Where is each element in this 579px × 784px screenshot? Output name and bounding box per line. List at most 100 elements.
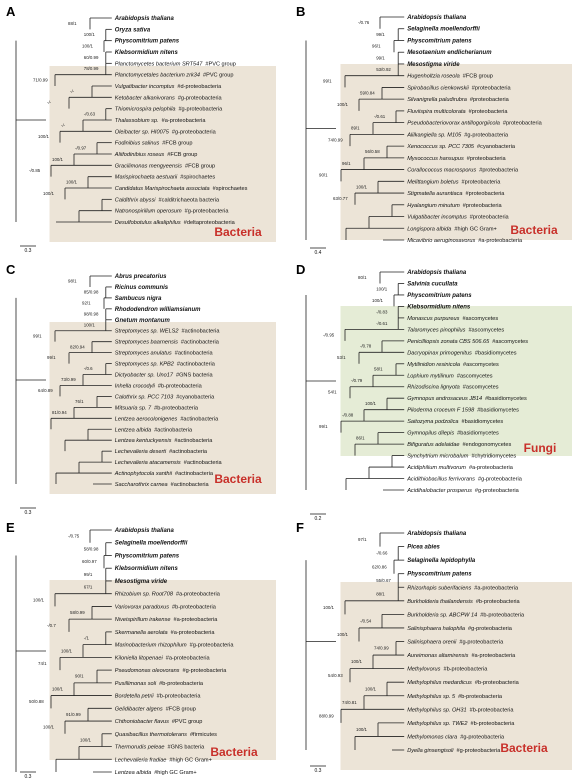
taxon-label: Penicilliopsis zonata CBS 506.65#ascomyc…	[407, 339, 528, 345]
taxon-name: Methylophilus sp. OH31	[407, 707, 466, 713]
taxon-tag: #PVC group	[172, 719, 202, 725]
support-value: 100/1	[84, 322, 96, 327]
taxon-tag: #b-proteobacteria	[158, 383, 203, 389]
taxon-tag: #proteobacteria	[466, 191, 506, 197]
taxon-label: Candidatus Marispirochaeta associata#spi…	[115, 186, 248, 192]
taxon-name: Physcomitrium patens	[115, 39, 180, 45]
support-value: 100/1	[33, 597, 45, 602]
support-value: 53/1	[337, 355, 346, 360]
support-value: 91/0.99	[66, 712, 81, 717]
taxon-label: Klebsormidium nitens	[115, 566, 179, 572]
support-value: -/0.61	[374, 114, 386, 119]
taxon-label: Lechevalieria fradiae#high GC Gram+	[115, 757, 212, 763]
taxon-tag: #a-proteobacteria	[173, 617, 218, 623]
taxon-name: Lentzea albida	[115, 427, 151, 433]
taxon-label: Lophium mytilinum#ascomycetes	[407, 373, 493, 379]
taxon-label: Gnetum montanum	[115, 318, 171, 324]
taxon-tag: #proteobacteria	[470, 97, 510, 103]
support-value: 100/1	[52, 686, 64, 691]
panel-letter: A	[6, 4, 16, 19]
support-value: 88/0.99	[319, 713, 334, 718]
taxon-label: Actinophytocola xanthii#actinobacteria	[114, 471, 214, 477]
taxon-label: Marispirochaeta aestuarii#spirochaetes	[115, 175, 216, 181]
support-value: -/0.85	[29, 168, 41, 173]
taxon-name: Mytilinidion resinicola	[407, 362, 460, 368]
scale-bar-label: 0.4	[315, 250, 322, 256]
taxon-name: Physcomitrium patens	[407, 293, 472, 299]
support-value: 100/1	[84, 32, 96, 37]
taxon-tag: #a-proteobacteria	[171, 630, 216, 636]
support-value: 100/1	[372, 298, 384, 303]
taxon-label: Skermanella aerolata#a-proteobacteria	[115, 630, 216, 636]
taxon-name: Acidihalobacter prosperus	[406, 488, 472, 494]
taxon-name: Physcomitrium patens	[115, 553, 180, 559]
support-value: 88/1	[68, 21, 77, 26]
taxon-name: Dacryopinax primogenitus	[407, 350, 472, 356]
taxon-label: Streptomyces anulatus#actinobacteria	[115, 351, 214, 357]
taxon-name: Micavibrio aeruginosavorus	[407, 238, 475, 244]
support-value: 100/1	[52, 157, 64, 162]
taxon-label: Piloderma croceum F 1598#basidiomycetes	[407, 408, 519, 414]
taxon-name: Monascus purpureus	[407, 316, 459, 322]
taxon-name: Lechevalieria atacamensis	[115, 460, 181, 466]
support-value: 82/0.94	[70, 344, 85, 349]
support-value: 81/0.94	[52, 410, 67, 415]
taxon-label: Micavibrio aeruginosavorus#a-proteobacte…	[407, 238, 523, 244]
taxon-tag: #g-proteobacteria	[182, 668, 227, 674]
taxon-label: Chthoniobacter flavus#PVC group	[115, 719, 203, 725]
taxon-label: Lentzea albida#actinobacteria	[115, 427, 193, 433]
taxon-label: Methylophilus sp. TWE2#b-proteobacteria	[407, 721, 515, 727]
taxon-name: Pusillimonas soli	[115, 681, 157, 687]
support-value: 100/1	[38, 134, 50, 139]
taxon-tag: #b-proteobacteria	[159, 681, 204, 687]
taxon-label: Planctomycetes bacterium SRT547#PVC grou…	[115, 61, 236, 67]
taxon-tag: #actinobacteria	[184, 460, 223, 466]
taxon-label: Vulgatibacter incomptus#proteobacteria	[407, 215, 509, 221]
scale-bar-label: 0.3	[315, 768, 322, 774]
panel-letter: D	[296, 262, 306, 277]
taxon-tag: #a-proteobacteria	[469, 465, 514, 471]
taxon-tag: #actinobacteria	[171, 482, 210, 488]
taxon-label: Selaginella lepidophylla	[407, 558, 476, 564]
taxon-tag: #actinobacteria	[181, 340, 220, 346]
taxon-name: Saitozyma podzolica	[407, 419, 458, 425]
support-value: 60/0.97	[82, 559, 97, 564]
taxon-label: Salinisphaera orenii#g-proteobacteria	[407, 640, 504, 646]
taxon-name: Bifiguratus adelaidae	[407, 442, 459, 448]
taxon-name: Stigmatella aurantiaca	[407, 191, 462, 197]
taxon-name: Klebsormidium nitens	[407, 304, 471, 310]
taxon-tag: #endogonomycetes	[462, 442, 511, 448]
taxon-label: Lentzea albida#high GC Gram+	[115, 770, 197, 776]
taxon-name: Sambucus nigra	[115, 296, 162, 302]
support-value: 100/1	[365, 686, 377, 691]
taxon-tag: #actinobacteria	[154, 427, 193, 433]
taxon-label: Fluviispira multicolorata#proteobacteria	[407, 109, 508, 115]
support-value: 100/1	[337, 632, 349, 637]
support-value: 99/1	[376, 55, 385, 60]
taxon-name: Xenococcus sp. PCC 7305	[406, 144, 475, 150]
taxon-name: Mesotaenium endlicherianum	[407, 50, 492, 56]
taxon-name: Arabidopsis thaliana	[114, 528, 175, 534]
taxon-label: Picea abies	[407, 545, 440, 551]
taxon-label: Vulgatibacter incomptus#d-proteobacteria	[115, 84, 222, 90]
taxon-name: Arabidopsis thaliana	[114, 16, 175, 22]
taxon-name: Salvinia cucullata	[407, 281, 458, 287]
support-value: 56/0.58	[365, 149, 380, 154]
taxon-name: Hugenholtzia roseola	[407, 74, 460, 80]
taxon-name: Rhizorhapis suberifaciens	[407, 585, 471, 591]
taxon-name: Streptomyces sp. WELS2	[115, 329, 180, 335]
support-value: -/0.7	[47, 623, 56, 628]
taxon-label: Selaginella moellendorffii	[407, 27, 480, 33]
taxon-label: Lentzea kentuckyensis#actinobacteria	[115, 438, 213, 444]
support-value: 100/1	[337, 102, 349, 107]
taxon-tag: #FCB group	[463, 74, 493, 80]
taxon-name: Mitsuaria sp. 7	[115, 405, 152, 411]
support-value: 90/1	[319, 173, 328, 178]
taxon-label: Caldithrix abyssi#calditrichaeota bacter…	[115, 197, 220, 203]
taxon-name: Saccharothrix carnea	[115, 482, 168, 488]
support-value: 60/0.99	[84, 55, 99, 60]
